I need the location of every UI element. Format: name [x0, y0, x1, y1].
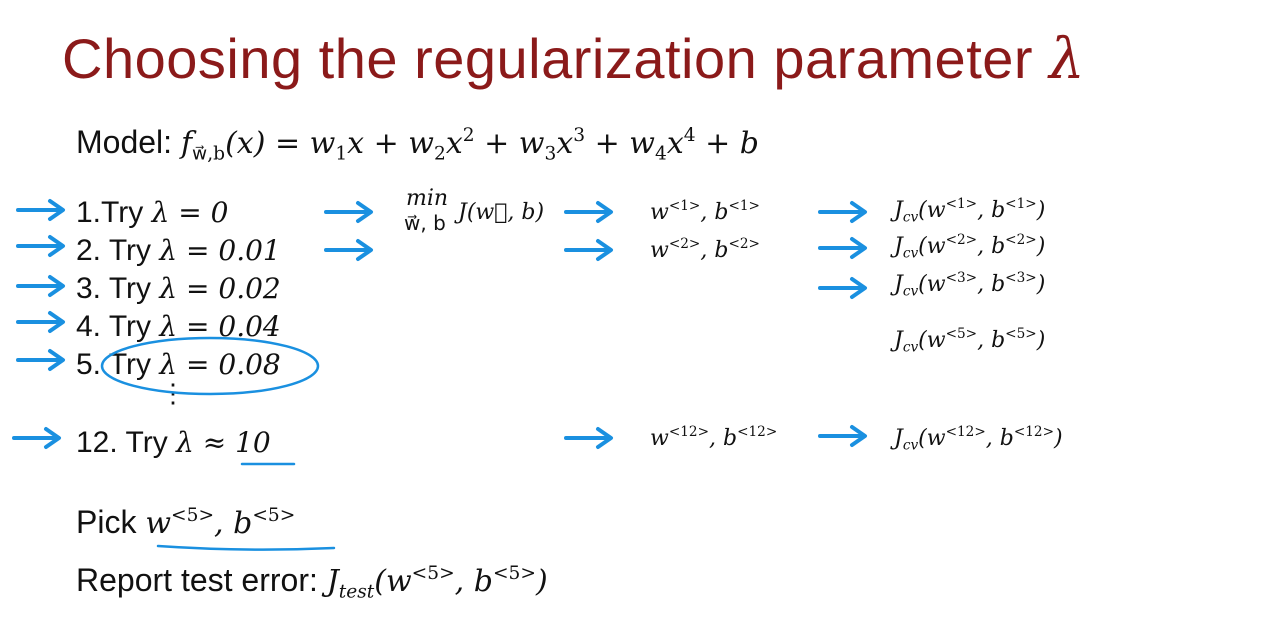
- arrow-to-params-12: [564, 427, 613, 449]
- params-row-1: w<1>, b<1>: [650, 198, 760, 225]
- arrow-to-jcv-2: [818, 237, 867, 259]
- arrow-to-min-1: [324, 201, 373, 223]
- jcv-row-3: Jcv(w<3>, b<3>): [894, 270, 1046, 300]
- cost-function: J(w⃗, b): [458, 200, 545, 225]
- arrow-to-jcv-1: [818, 201, 867, 223]
- pick-params: w<5>, b<5>: [145, 504, 296, 541]
- min-under: w⃗, b: [404, 211, 446, 235]
- min-label: min: [406, 186, 449, 211]
- params-row-12: w<12>, b<12>: [650, 424, 778, 451]
- try-row-2: 2. Try λ = 0.01: [76, 234, 281, 267]
- arrow-try-3: [16, 275, 65, 297]
- report-label: Report test error:: [76, 562, 327, 598]
- model-formula: fw⃗,b(x) = w1x + w2x2 + w3x3 + w4x4 + b: [180, 124, 759, 165]
- slide-title: Choosing the regularization parameter λ: [62, 26, 1085, 92]
- jcv-row-2: Jcv(w<2>, b<2>): [894, 232, 1046, 262]
- jcv-row-12: Jcv(w<12>, b<12>): [894, 424, 1063, 454]
- try-row-3: 3. Try λ = 0.02: [76, 272, 281, 305]
- arrow-try-1: [16, 199, 65, 221]
- model-label: Model:: [76, 124, 173, 160]
- arrow-try-5: [16, 349, 65, 371]
- arrow-to-jcv-12: [818, 425, 867, 447]
- report-expression: Jtest(w<5>, b<5>): [326, 562, 548, 603]
- underline-pick: [156, 544, 336, 551]
- highlight-circle: [100, 336, 320, 396]
- jcv-row-5: Jcv(w<5>, b<5>): [894, 326, 1046, 356]
- report-line: Report test error: Jtest(w<5>, b<5>): [76, 562, 548, 603]
- arrow-to-jcv-3: [818, 277, 867, 299]
- title-lambda: λ: [1049, 27, 1086, 92]
- arrow-try-2: [16, 235, 65, 257]
- arrow-try-4: [16, 311, 65, 333]
- try-row-1: 1.Try λ = 0: [76, 196, 229, 229]
- slide-title-text: Choosing the regularization parameter: [62, 27, 1050, 90]
- arrow-to-min-2: [324, 239, 373, 261]
- pick-label: Pick: [76, 504, 146, 540]
- pick-line: Pick w<5>, b<5>: [76, 504, 295, 541]
- arrow-to-params-1: [564, 201, 613, 223]
- jcv-row-1: Jcv(w<1>, b<1>): [894, 196, 1046, 226]
- arrow-try-12: [12, 427, 61, 449]
- try-row-5: 5. Try λ = 0.08: [76, 348, 281, 381]
- model-equation: Model: fw⃗,b(x) = w1x + w2x2 + w3x3 + w4…: [76, 124, 759, 165]
- arrow-to-params-2: [564, 239, 613, 261]
- params-row-2: w<2>, b<2>: [650, 236, 760, 263]
- try-row-12: 12. Try λ ≈ 10: [76, 426, 271, 459]
